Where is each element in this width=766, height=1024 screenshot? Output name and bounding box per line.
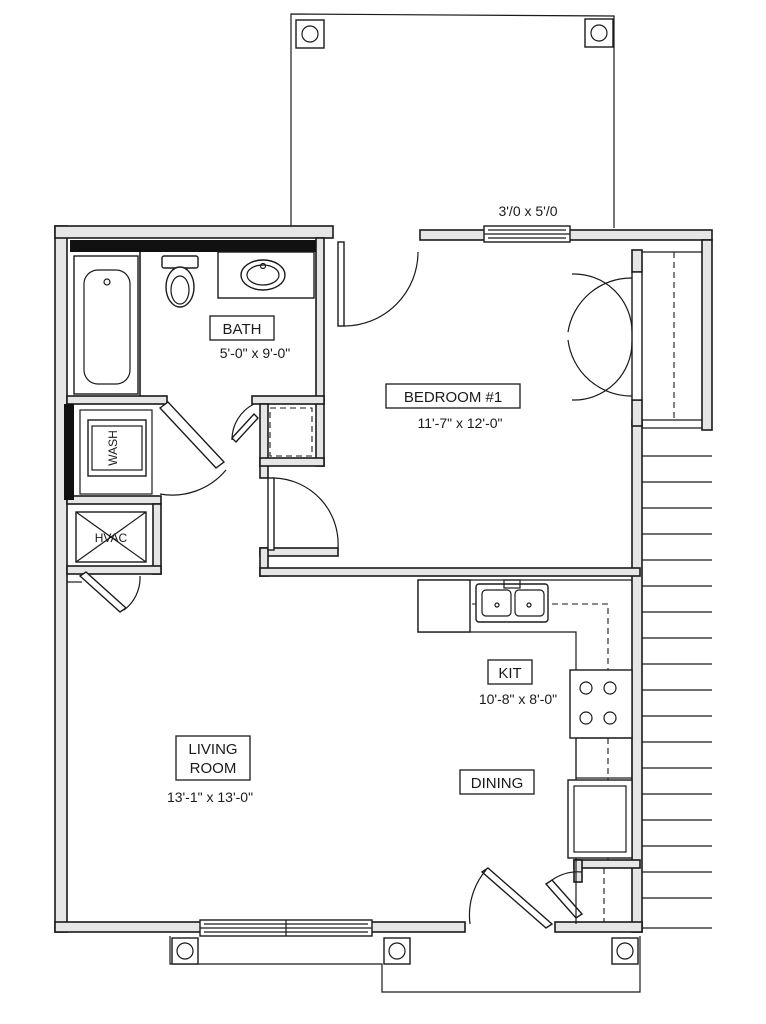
bath-name: BATH: [223, 321, 262, 338]
bedroom-hall-door: [337, 241, 419, 327]
hvac-unit: [75, 511, 147, 563]
kitchen-counter: [417, 579, 632, 924]
bedroom-name: BEDROOM #1: [404, 389, 502, 406]
bedroom-closet-doors: [567, 251, 702, 421]
toilet: [161, 255, 199, 308]
front-window: [199, 919, 373, 937]
bath-wall-infill: [70, 240, 316, 252]
kitchen-size: 10'-8" x 8'-0": [479, 691, 557, 707]
rear-deck: [290, 13, 615, 228]
washer: [87, 419, 147, 477]
living-label-group: LIVING ROOM 13'-1" x 13'-0": [167, 735, 253, 805]
porch-post: [383, 937, 411, 965]
bedroom-lower-door: [267, 477, 339, 551]
hvac-door: [78, 571, 141, 613]
linen-closet-door: [231, 403, 313, 457]
rear-window-size: 3'/0 x 5'/0: [498, 203, 557, 219]
bath-label-group: BATH 5'-0" x 9'-0": [209, 315, 291, 361]
range: [569, 669, 633, 739]
living-name-line1: LIVING: [188, 741, 237, 758]
bedroom-size: 11'-7" x 12'-0": [417, 415, 502, 431]
side-stairs: [640, 427, 712, 929]
bedroom-label-group: BEDROOM #1 11'-7" x 12'-0": [385, 383, 521, 431]
kitchen-name: KIT: [498, 665, 521, 682]
washer-label: WASH: [106, 430, 120, 466]
deck-post: [584, 18, 614, 48]
interior-walls: [66, 237, 643, 883]
refrigerator: [567, 779, 633, 859]
bath-door: [158, 401, 227, 496]
porch-post: [171, 937, 199, 965]
laundry-nook: [79, 409, 153, 495]
bathtub: [73, 255, 139, 395]
laundry-wall-infill: [64, 404, 74, 500]
bath-vanity-sink: [217, 251, 315, 299]
dining-name: DINING: [471, 775, 524, 792]
entry-door: [468, 867, 554, 929]
kitchen-cabinet: [575, 737, 633, 779]
living-size: 13'-1" x 13'-0": [167, 789, 253, 805]
kitchen-sink: [475, 579, 549, 623]
porch-post: [611, 937, 639, 965]
rear-window: [483, 225, 571, 243]
bath-size: 5'-0" x 9'-0": [220, 345, 291, 361]
hvac-label: HVAC: [95, 531, 128, 545]
living-name-line2: ROOM: [190, 760, 237, 777]
deck-post: [295, 19, 325, 49]
front-porch: [169, 936, 641, 993]
dining-label-group: DINING: [459, 769, 535, 795]
kitchen-label-group: KIT 10'-8" x 8'-0": [479, 659, 557, 707]
pantry-door: [544, 868, 605, 922]
